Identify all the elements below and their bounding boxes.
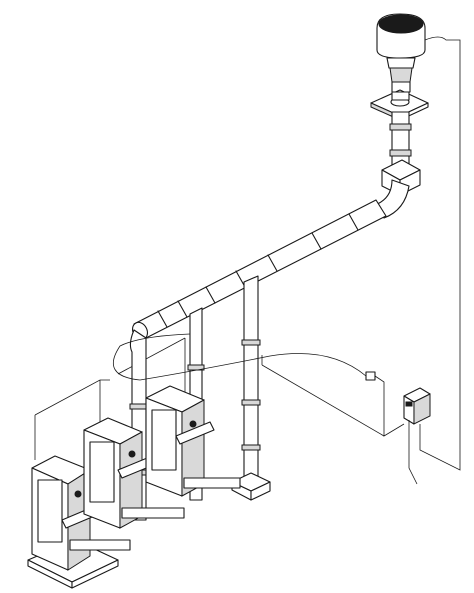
vent-terminal bbox=[376, 13, 426, 93]
control-panel bbox=[403, 387, 431, 425]
room-outline bbox=[34, 337, 385, 460]
vent-riser-3 bbox=[231, 275, 271, 501]
water-heater-unit-1 bbox=[27, 455, 131, 589]
vertical-vent-pipe bbox=[389, 91, 412, 175]
water-heater-unit-3 bbox=[145, 385, 241, 497]
wiring bbox=[113, 36, 461, 485]
sensor bbox=[365, 371, 376, 381]
